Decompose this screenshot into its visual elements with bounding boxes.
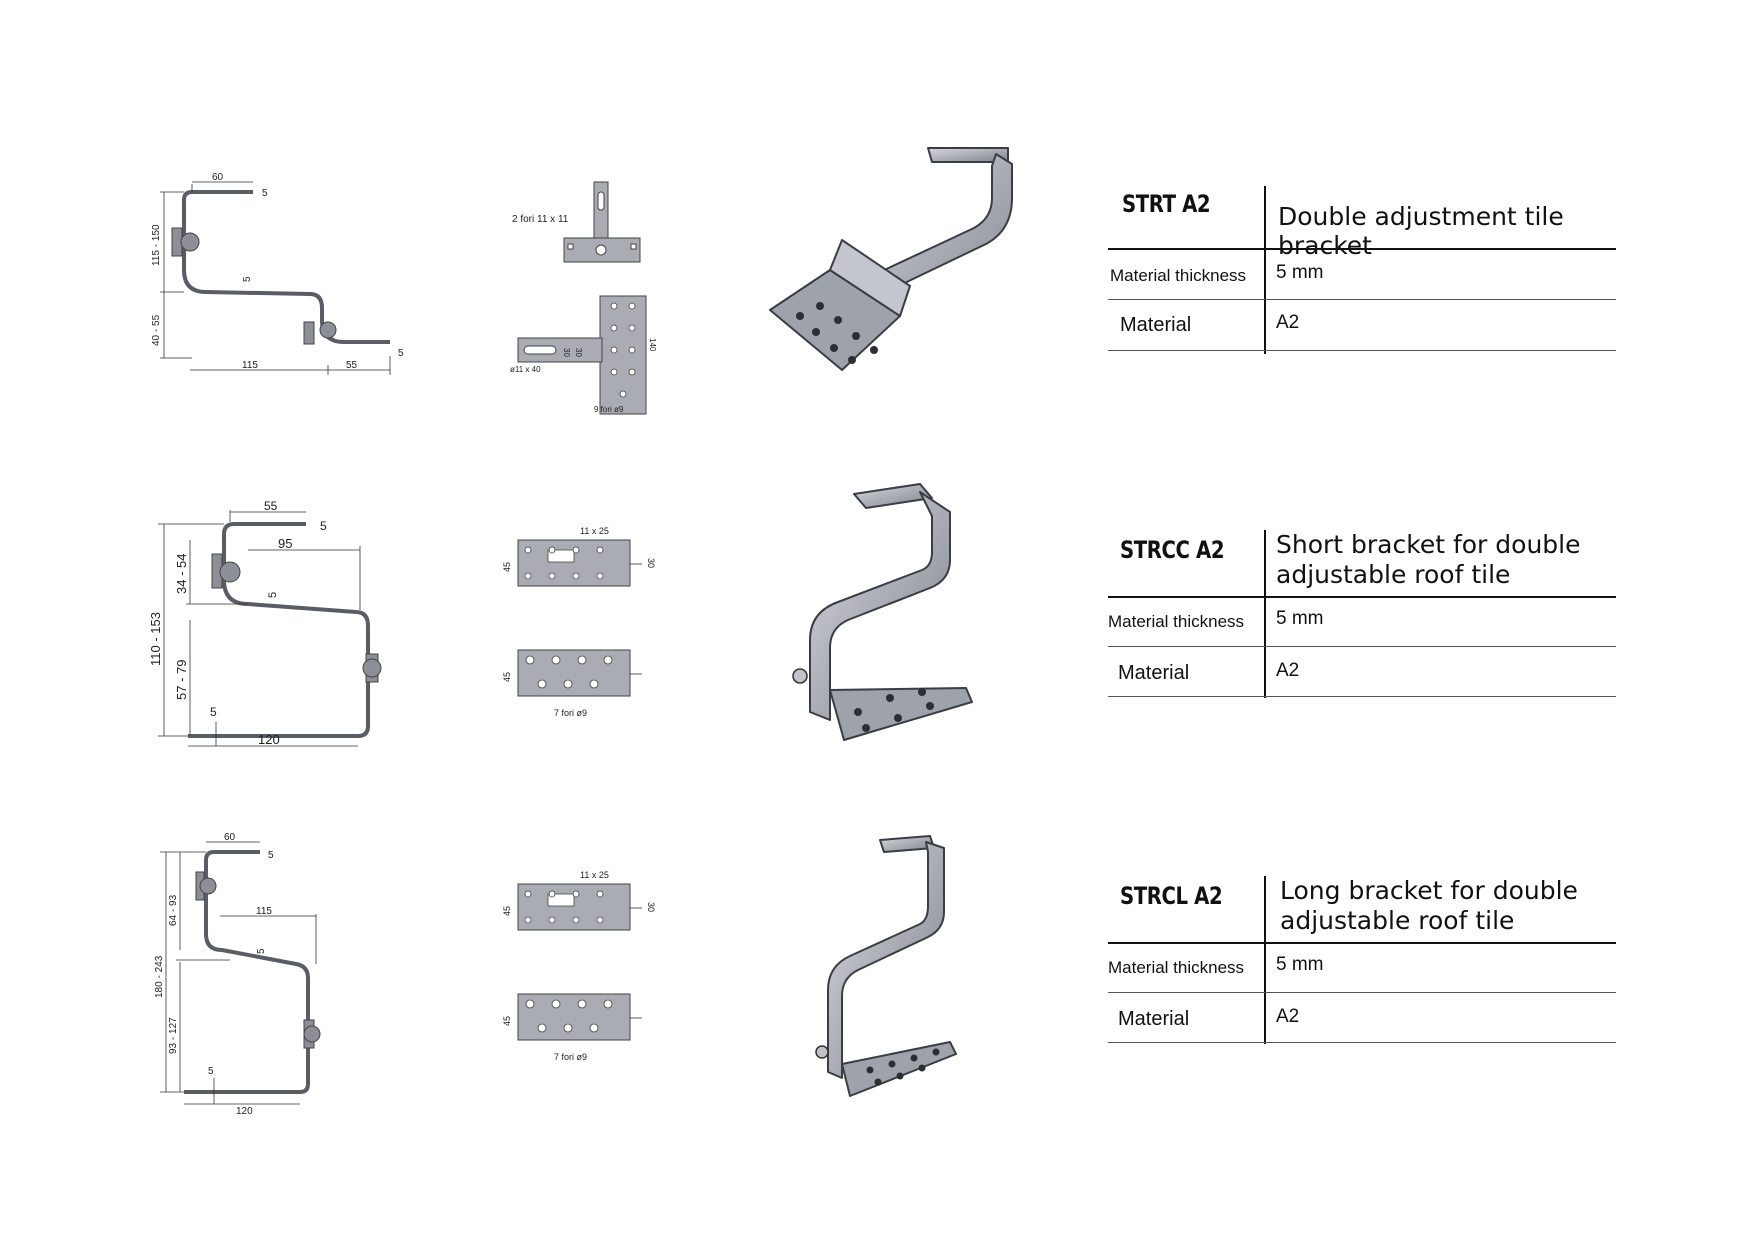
thickness-value: 5 mm — [1276, 608, 1324, 629]
spec-table-strt: STRT A2 Double adjustment tile bracket M… — [1108, 186, 1616, 356]
dim-label: 115 — [256, 906, 272, 917]
dim-label: 115 — [242, 360, 258, 371]
dim-label: 60 — [212, 172, 224, 183]
dim-label: 93 - 127 — [168, 1017, 179, 1054]
product-description-line2: adjustable roof tile — [1276, 560, 1511, 589]
material-value: A2 — [1276, 312, 1300, 333]
dim-label: ø11 x 40 — [510, 365, 541, 374]
dim-label: 5 — [242, 276, 253, 282]
dim-label: 30 — [646, 902, 656, 912]
table-rule — [1108, 596, 1616, 598]
table-divider — [1264, 530, 1266, 698]
table-rule — [1108, 1042, 1616, 1043]
dim-label: 9 fori ø9 — [594, 405, 624, 414]
product-description-line1: Short bracket for double — [1276, 530, 1581, 559]
material-label: Material — [1118, 662, 1190, 684]
dim-label: 140 — [648, 338, 657, 352]
dim-label: 180 - 243 — [154, 955, 165, 998]
table-rule — [1108, 299, 1616, 300]
material-value: A2 — [1276, 660, 1300, 681]
dim-label: 120 — [236, 1106, 253, 1117]
product-description: Double adjustment tile bracket — [1278, 202, 1564, 260]
dim-label: 120 — [258, 732, 280, 747]
material-label: Material — [1118, 1008, 1190, 1030]
dim-label: 11 x 25 — [580, 526, 609, 536]
product-code: STRCC A2 — [1120, 536, 1225, 564]
table-rule — [1108, 350, 1616, 351]
dim-label: 5 — [268, 850, 274, 861]
table-rule — [1108, 942, 1616, 944]
spec-table-strcl: STRCL A2 Long bracket for double adjusta… — [1108, 876, 1616, 1046]
dim-label: 55 — [264, 499, 278, 513]
dim-label: 5 — [398, 348, 404, 359]
thickness-label: Material thickness — [1108, 612, 1245, 631]
table-rule — [1108, 248, 1616, 250]
thickness-label: Material thickness — [1108, 958, 1245, 977]
dim-label: 5 — [256, 948, 267, 954]
product-description-line1: Long bracket for double — [1280, 876, 1578, 905]
dim-label: 2 fori 11 x 11 — [512, 214, 569, 225]
spec-table-strcc: STRCC A2 Short bracket for double adjust… — [1108, 530, 1616, 700]
table-rule — [1108, 696, 1616, 697]
dim-label: 30 — [562, 348, 571, 357]
dim-label: 64 - 93 — [168, 894, 179, 926]
product-code: STRT A2 — [1122, 190, 1211, 218]
side-drawing-strt: 60 5 115 - 150 40 - 55 5 115 55 5 — [151, 172, 404, 375]
table-rule — [1108, 992, 1616, 993]
dim-label: 45 — [502, 906, 512, 916]
table-divider — [1264, 186, 1266, 354]
dim-label: 110 - 153 — [148, 612, 163, 666]
product-row-strt: 60 5 115 - 150 40 - 55 5 115 55 5 2 f — [0, 0, 1754, 430]
dim-label: 11 x 25 — [580, 870, 609, 880]
dim-label: 45 — [502, 562, 512, 572]
dim-label: 115 - 150 — [151, 224, 162, 266]
bracket-render-strcc — [792, 483, 973, 741]
dim-label: 5 — [320, 519, 327, 533]
side-drawing-strcc: 55 5 110 - 153 34 - 54 95 5 57 - 79 5 12… — [148, 499, 382, 747]
dim-label: 57 - 79 — [174, 660, 189, 700]
dim-label: 5 — [267, 592, 279, 598]
dim-label: 30 — [646, 558, 656, 568]
dim-label: 45 — [502, 672, 512, 682]
material-value: A2 — [1276, 1006, 1300, 1027]
side-drawing-strcl: 60 5 180 - 243 64 - 93 115 5 93 - 127 5 … — [154, 832, 321, 1117]
dim-label: 34 - 54 — [174, 554, 189, 594]
dim-label: 55 — [346, 360, 358, 371]
dim-label: 60 — [224, 832, 236, 843]
material-label: Material — [1120, 314, 1192, 336]
table-divider — [1264, 876, 1266, 1044]
dim-label: 95 — [278, 536, 292, 551]
dim-label: 5 — [262, 188, 268, 199]
thickness-value: 5 mm — [1276, 954, 1324, 975]
views-drawing-strcl: 11 x 25 45 30 45 7 fori ø9 — [502, 870, 656, 1062]
bracket-render-strt — [769, 147, 1013, 371]
dim-label: 5 — [210, 705, 217, 719]
product-code: STRCL A2 — [1120, 882, 1223, 910]
thickness-value: 5 mm — [1276, 262, 1324, 283]
dim-label: 30 — [574, 348, 583, 357]
views-drawing-strcc: 11 x 25 45 30 45 7 fori ø9 — [502, 526, 656, 718]
table-rule — [1108, 646, 1616, 647]
dim-label: 45 — [502, 1016, 512, 1026]
dim-label: 40 - 55 — [151, 314, 162, 346]
bracket-render-strcl — [815, 835, 957, 1097]
dim-label: 7 fori ø9 — [554, 708, 587, 718]
product-description-line2: adjustable roof tile — [1280, 906, 1515, 935]
dim-label: 5 — [208, 1066, 214, 1077]
views-drawing-strt: 2 fori 11 x 11 ø11 x 40 30 30 140 9 fori… — [510, 181, 657, 415]
thickness-label: Material thickness — [1110, 266, 1247, 285]
dim-label: 7 fori ø9 — [554, 1052, 587, 1062]
